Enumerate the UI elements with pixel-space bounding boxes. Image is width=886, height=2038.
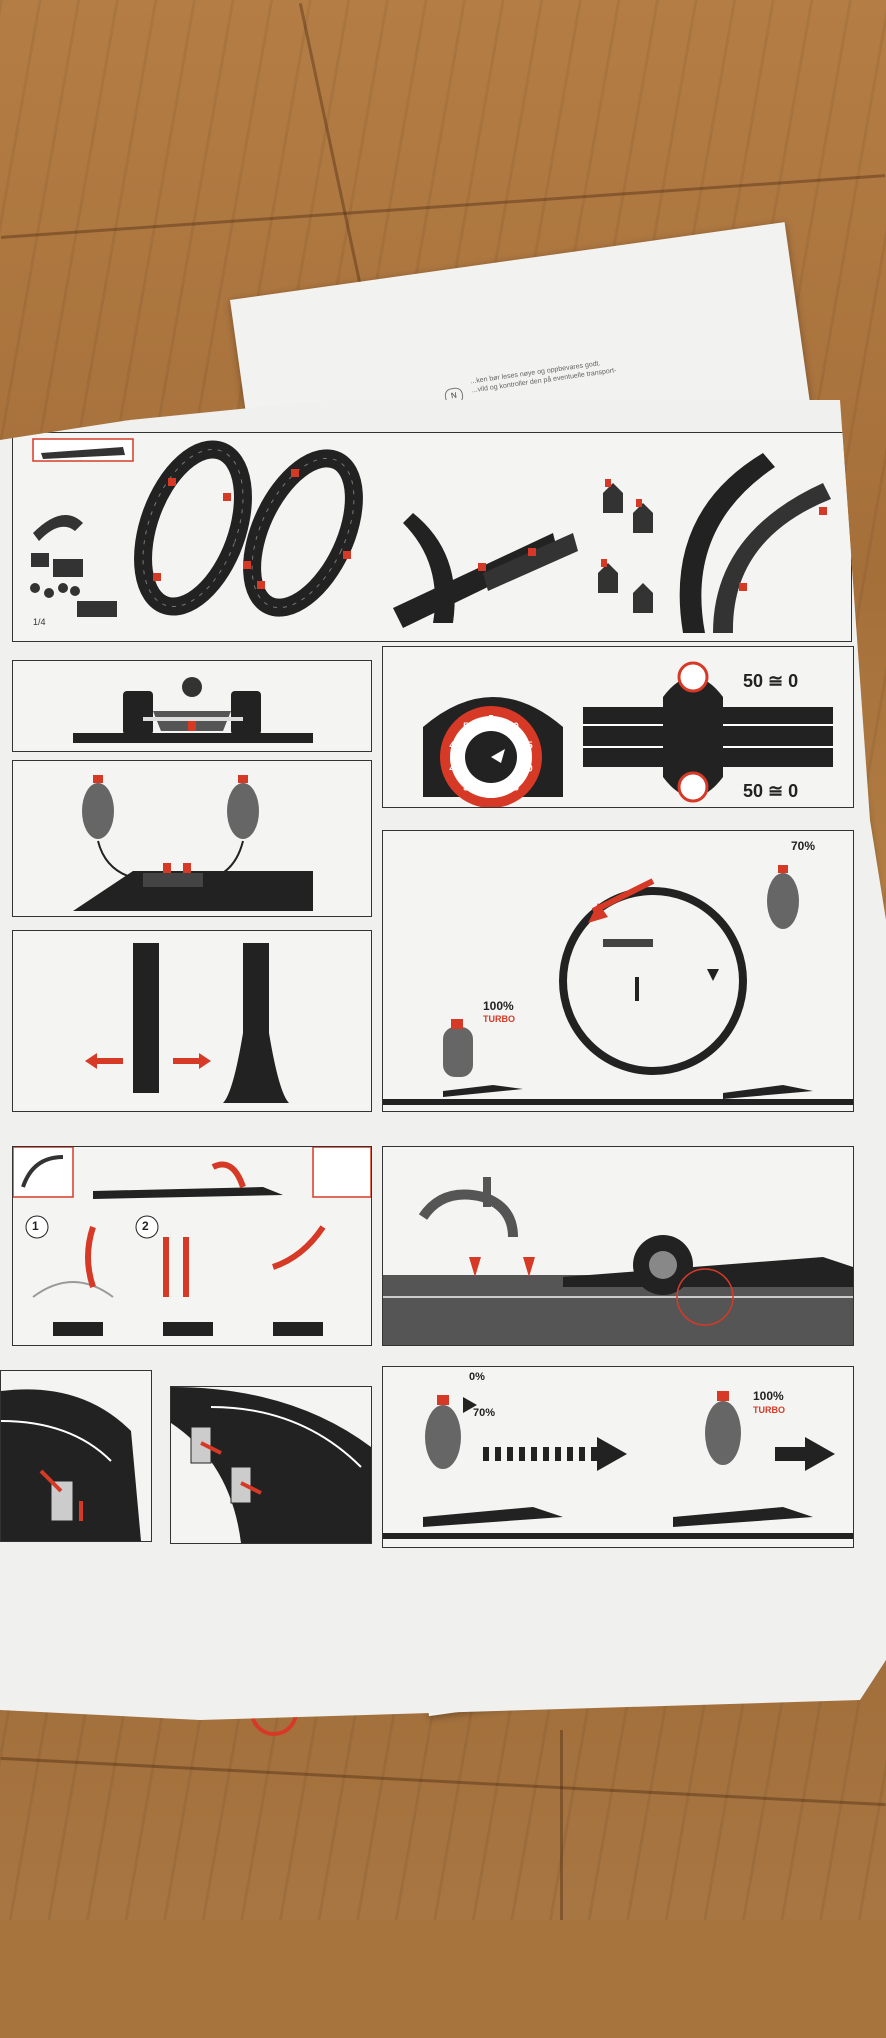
instruction-sheet: 1/4	[0, 400, 886, 1720]
dial-number: 25	[508, 783, 520, 794]
speed-control-drawing	[383, 1391, 853, 1539]
legal-line: WICHTIG! Deko-Elemente und Carrera Fahrz…	[0, 1949, 850, 1958]
ratio-top-label: 50 ≅ 0	[743, 671, 799, 691]
legal-notice: WICHTIG! Deko-Elemente und Carrera Fahrz…	[0, 1948, 850, 2038]
guide-keel-drawing	[383, 1177, 853, 1345]
dial-number: 35	[463, 783, 475, 794]
legal-line: tmutató a leírás céljára. A csomagolás t…	[0, 2027, 850, 2037]
throttle-100-label: 100%	[483, 999, 514, 1013]
panel-track-assembly: 1/4	[12, 432, 852, 642]
svg-text:1/4: 1/4	[33, 617, 46, 627]
step-1-label: 1	[32, 1219, 39, 1233]
legal-line: ndål se stycklistan. · FIN TÄRKEÄÄ! Deko…	[0, 2016, 850, 2026]
panel-controllers	[12, 760, 372, 917]
speed-0-label: 0%	[469, 1371, 485, 1383]
ratio-bottom-label: 50 ≅ 0	[743, 781, 799, 801]
dial-number: 5	[488, 714, 494, 725]
panel-braid-replace: 1 2	[12, 1146, 372, 1346]
legal-line: emballage, voir la liste de pièces. · E …	[0, 1971, 847, 1981]
dial-number: 45	[449, 740, 461, 751]
braid-replace-drawing	[13, 1147, 371, 1336]
panel-border-right	[170, 1386, 372, 1544]
border-left-drawing	[1, 1389, 141, 1541]
dial-number: 30	[485, 790, 497, 801]
panel-border-left	[0, 1370, 152, 1542]
panel-car-front	[12, 660, 372, 752]
legal-line: ecoração e os carros Carrera são represe…	[0, 1982, 847, 1992]
throttle-70-label: 70%	[791, 839, 816, 853]
speed-70-label: 70%	[473, 1407, 496, 1419]
speed-100-label: 100%	[753, 1389, 784, 1403]
track-assembly-drawing: 1/4	[30, 438, 831, 633]
floor-plank-seam	[560, 1730, 563, 1920]
dial-number: 15	[522, 740, 534, 751]
border-right-drawing	[171, 1387, 371, 1543]
controllers-drawing	[73, 775, 313, 911]
legal-line: rely for the purposes of the instruction…	[0, 1960, 850, 1970]
step-2-label: 2	[142, 1219, 149, 1233]
panel-guide-braids	[12, 930, 372, 1112]
guide-braids-drawing	[85, 943, 289, 1103]
panel-guide-keel	[382, 1146, 854, 1346]
turbo-label: TURBO	[483, 1014, 515, 1024]
dial-number: 50	[463, 721, 475, 732]
car-front-drawing	[73, 677, 313, 743]
legal-line: menten en Carrera-voertuigen worden als …	[0, 2005, 850, 2015]
dial-number: 10	[508, 721, 520, 732]
legal-line: copo indicativo. Contenuto della confezi…	[0, 1993, 850, 2003]
loop-driving-drawing	[383, 865, 853, 1105]
speed-turbo-label: TURBO	[753, 1405, 785, 1415]
dial-number: 20	[522, 764, 534, 775]
panel-speed-control: 0% 70% 100% TURBO	[382, 1366, 854, 1548]
dial-number: 40	[449, 764, 461, 775]
panel-loop-driving: 70% 100% TURBO	[382, 830, 854, 1112]
